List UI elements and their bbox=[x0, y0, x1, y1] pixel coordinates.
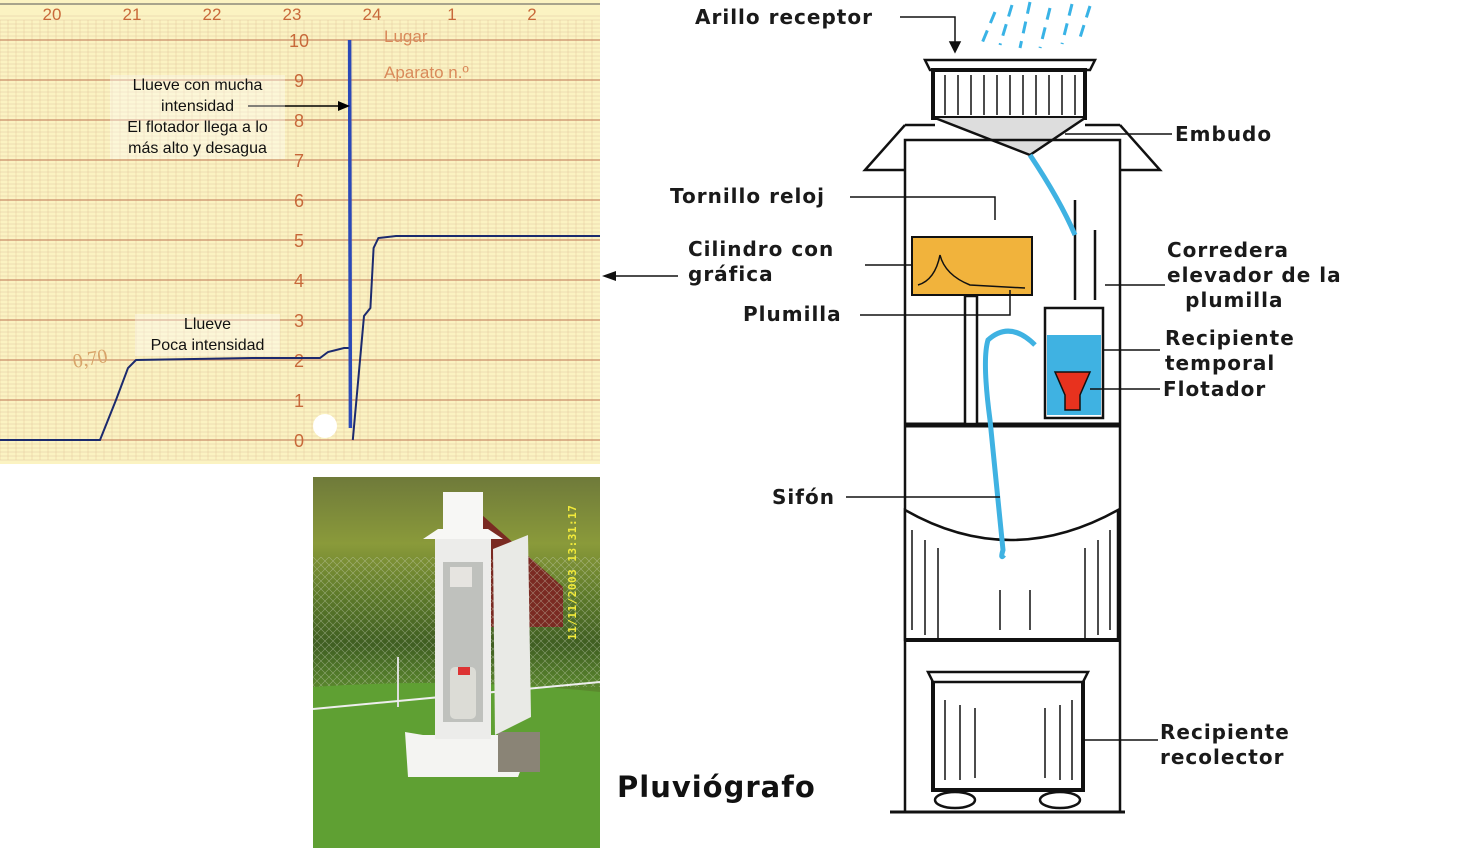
label-line: recolector bbox=[1160, 745, 1285, 769]
rain-icon bbox=[978, 1, 1092, 49]
label-leaders bbox=[846, 16, 1172, 741]
x-axis-ticks: 20 21 22 23 24 1 2 bbox=[43, 5, 537, 24]
hatching bbox=[911, 75, 1111, 780]
y-tick-label: 8 bbox=[294, 111, 304, 131]
label-sifon: Sifón bbox=[772, 485, 835, 509]
siphon bbox=[982, 328, 1037, 560]
link-arrow-icon bbox=[602, 271, 678, 281]
annotation-line: más alto y desagua bbox=[128, 140, 267, 157]
label-line: Cilindro con bbox=[688, 237, 835, 261]
annotation-heavy-rain: Llueve con mucha intensidad El flotador … bbox=[110, 75, 285, 159]
y-tick-label: 1 bbox=[294, 391, 304, 411]
annotation-arrowhead bbox=[338, 101, 350, 111]
y-axis-ticks: 0 1 2 3 4 5 6 7 8 9 10 bbox=[289, 31, 309, 451]
y-tick-label: 5 bbox=[294, 231, 304, 251]
y-tick-label: 9 bbox=[294, 71, 304, 91]
y-tick-label: 3 bbox=[294, 311, 304, 331]
water-pipe bbox=[1027, 153, 1078, 236]
paper-hole bbox=[313, 414, 337, 438]
float-icon bbox=[1053, 371, 1092, 411]
series-line bbox=[351, 235, 600, 441]
annotation-line: intensidad bbox=[161, 98, 234, 115]
diagram-title: Pluviógrafo bbox=[617, 770, 816, 804]
y-tick-label: 0 bbox=[294, 431, 304, 451]
label-line: Recipiente bbox=[1160, 720, 1290, 744]
x-tick-label: 2 bbox=[527, 5, 536, 24]
label-line: gráfica bbox=[688, 262, 774, 286]
y-tick-label: 4 bbox=[294, 271, 304, 291]
label-recipiente-recolector: Recipiente recolector bbox=[1160, 720, 1290, 770]
photo-scene bbox=[313, 492, 600, 848]
chart-series bbox=[0, 39, 600, 441]
x-tick-label: 24 bbox=[363, 5, 382, 24]
label-line: Corredera bbox=[1167, 238, 1289, 262]
chart-drum bbox=[911, 236, 1033, 296]
label-flotador: Flotador bbox=[1163, 377, 1267, 401]
x-tick-label: 22 bbox=[203, 5, 222, 24]
x-tick-label: 20 bbox=[43, 5, 62, 24]
y-tick-label: 2 bbox=[294, 351, 304, 371]
x-tick-label: 23 bbox=[283, 5, 302, 24]
place-label: Lugar bbox=[384, 27, 428, 46]
y-tick-label: 6 bbox=[294, 191, 304, 211]
label-line: Recipiente bbox=[1165, 326, 1295, 350]
x-tick-label: 1 bbox=[447, 5, 456, 24]
series-line bbox=[347, 39, 353, 429]
label-line: temporal bbox=[1165, 351, 1276, 375]
label-line: elevador de la bbox=[1167, 263, 1342, 287]
y-tick-label: 10 bbox=[289, 31, 309, 51]
x-tick-label: 21 bbox=[123, 5, 142, 24]
label-recipiente-temporal: Recipiente temporal bbox=[1165, 326, 1295, 376]
annotation-line: Llueve con mucha bbox=[132, 77, 263, 94]
annotation-line: El flotador llega a lo bbox=[127, 119, 268, 136]
series-line bbox=[0, 347, 350, 441]
annotation-line: Llueve bbox=[183, 316, 232, 333]
label-corredera: Corredera elevador de la plumilla bbox=[1167, 238, 1342, 313]
label-arillo-receptor: Arillo receptor bbox=[695, 5, 873, 29]
label-plumilla: Plumilla bbox=[743, 302, 842, 326]
pluviograph-schematic bbox=[846, 1, 1172, 814]
photo-timestamp: 11/11/2003 13:31:17 bbox=[566, 504, 579, 640]
label-line: plumilla bbox=[1185, 288, 1284, 312]
label-tornillo-reloj: Tornillo reloj bbox=[670, 184, 825, 208]
device-label: Aparato n.º bbox=[384, 63, 469, 82]
label-embudo: Embudo bbox=[1175, 122, 1273, 146]
instrument-photo bbox=[313, 477, 600, 848]
y-tick-label: 7 bbox=[294, 151, 304, 171]
annotation-line: Poca intensidad bbox=[150, 337, 265, 354]
annotation-light-rain: Llueve Poca intensidad bbox=[135, 314, 280, 356]
label-cilindro: Cilindro con gráfica bbox=[688, 237, 834, 287]
chart-grid bbox=[0, 3, 600, 461]
